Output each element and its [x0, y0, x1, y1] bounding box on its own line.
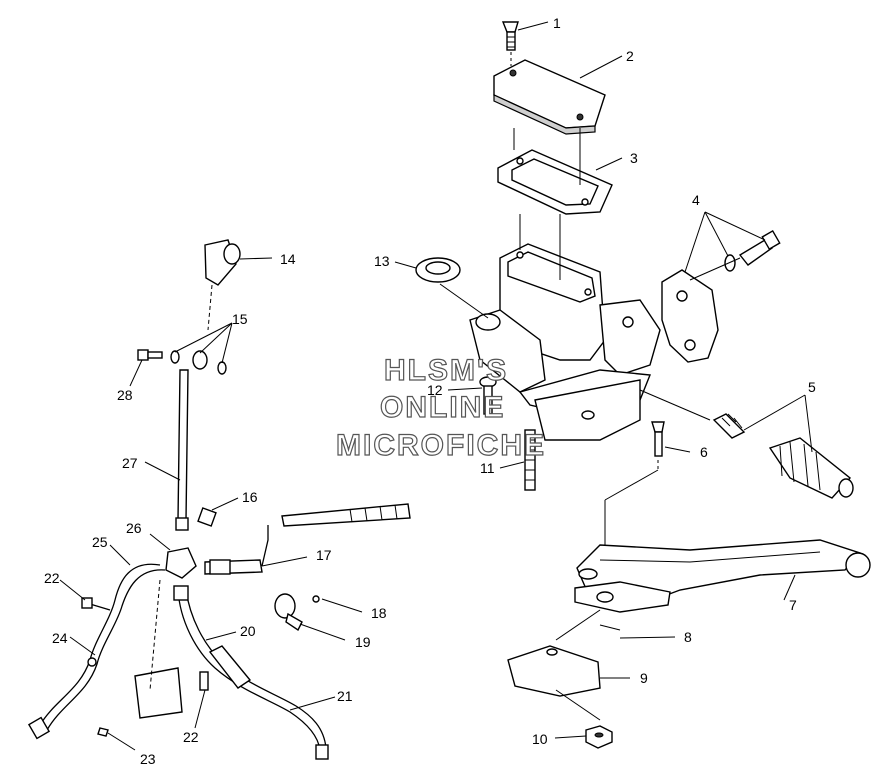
callout-5: 5	[808, 379, 816, 395]
watermark-line-3: MICROFICHE	[336, 429, 546, 462]
callout-2: 2	[626, 48, 634, 64]
part-23-mounting-plate	[97, 667, 183, 737]
callout-21: 21	[337, 688, 353, 704]
callout-8: 8	[684, 629, 692, 645]
callout-26: 26	[126, 520, 142, 536]
callout-22-bottom: 22	[183, 729, 199, 745]
callout-27: 27	[122, 455, 138, 471]
part-13-seal	[415, 257, 489, 319]
watermark-line-2: ONLINE	[380, 391, 505, 424]
watermark-line-1: HLSM'S	[384, 354, 508, 387]
master-cylinder-body	[469, 214, 711, 441]
callout-15: 15	[232, 311, 248, 327]
callout-24: 24	[52, 630, 68, 646]
part-7-brake-lever	[574, 539, 871, 613]
callout-19: 19	[355, 634, 371, 650]
part-4-clamp	[661, 229, 781, 363]
part-5-piston-assembly	[712, 413, 854, 499]
part-9-lever-bracket	[507, 609, 621, 721]
part-21-brake-hose-right	[173, 585, 329, 760]
callout-16: 16	[242, 489, 258, 505]
leader-lines	[59, 21, 813, 751]
callout-18: 18	[371, 605, 387, 621]
callout-20: 20	[240, 623, 256, 639]
callout-13: 13	[374, 253, 390, 269]
callout-25: 25	[92, 534, 108, 550]
part-3-gasket	[497, 128, 613, 215]
watermark: HLSM'S ONLINE MICROFICHE	[335, 353, 546, 462]
part-26-junction-block	[165, 547, 197, 579]
part-14-banjo-fitting	[204, 239, 241, 331]
part-11-screw	[524, 429, 536, 491]
part-6-pivot-pin	[604, 421, 665, 590]
callout-4: 4	[692, 192, 700, 208]
part-27-brake-line	[175, 369, 189, 531]
callout-3: 3	[630, 150, 638, 166]
callout-12: 12	[427, 382, 443, 398]
part-17-hose	[204, 503, 411, 575]
callout-17: 17	[316, 547, 332, 563]
callout-22-left: 22	[44, 570, 60, 586]
part-19-hose-clamp	[274, 593, 320, 632]
callout-14: 14	[280, 251, 296, 267]
callout-10: 10	[532, 731, 548, 747]
part-28-bolt	[137, 349, 163, 361]
callout-1: 1	[553, 15, 561, 31]
callout-6: 6	[700, 444, 708, 460]
part-24-brake-hose-left	[27, 563, 166, 740]
part-15-washers	[170, 350, 227, 375]
callout-7: 7	[789, 597, 797, 613]
part-2-reservoir-cover	[493, 59, 606, 135]
part-16-fitting	[197, 507, 217, 527]
callout-numbers: 1 2 3 4 5 6 7 8 9 10 11 12 13 14 15 16 1…	[44, 15, 816, 767]
callout-23: 23	[140, 751, 156, 767]
part-10-nut	[585, 725, 613, 749]
part-12-screw	[479, 376, 497, 415]
callout-28: 28	[117, 387, 133, 403]
callout-11: 11	[480, 460, 495, 476]
callout-9: 9	[640, 670, 648, 686]
part-1-screw	[501, 21, 519, 66]
